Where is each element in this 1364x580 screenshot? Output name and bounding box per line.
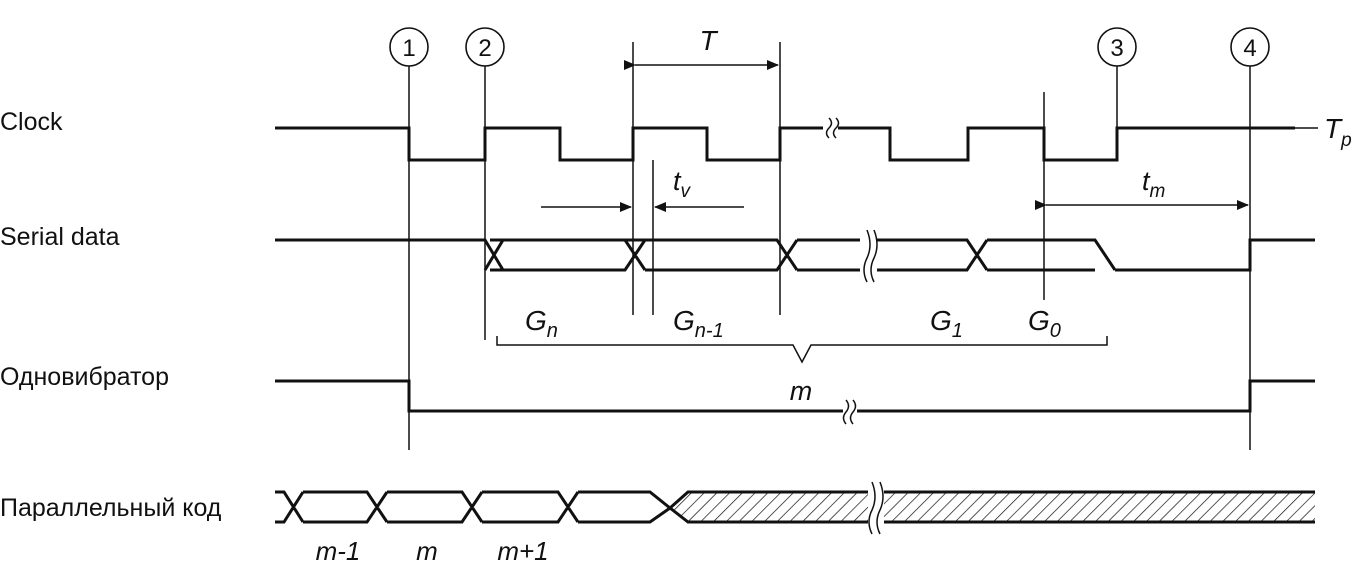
serial-data-waveform: [275, 238, 1315, 272]
serial-break-mark: [863, 229, 878, 283]
marker-3: 3: [1097, 27, 1137, 67]
tp-label: Tp: [1324, 113, 1352, 151]
marker-2-number: 2: [478, 35, 491, 62]
marker-3-number: 3: [1110, 35, 1123, 62]
group-g1-label: G1: [930, 305, 963, 342]
marker-1: 1: [389, 27, 429, 67]
parallel-hatch-right: [884, 492, 1315, 522]
period-T-label: T: [699, 25, 718, 56]
tm-label: tm: [1142, 166, 1165, 202]
one-shot-m-label: m: [790, 376, 813, 406]
one-shot-break-mark: [842, 399, 857, 425]
marker-4: 4: [1230, 27, 1270, 67]
code-label-m-plus-1: m+1: [497, 536, 548, 566]
clock-break-mark: [825, 117, 840, 139]
parallel-hatch-left: [670, 492, 868, 522]
serial-data-label: Serial data: [0, 223, 120, 251]
tv-label: tv: [673, 166, 692, 202]
code-label-m: m: [416, 536, 438, 566]
parallel-code-label: Параллельный код: [0, 494, 222, 522]
group-brace: [496, 336, 1108, 364]
code-label-m-minus-1: m-1: [316, 536, 361, 566]
group-gn1-label: Gn-1: [673, 305, 724, 342]
one-shot-waveform: [275, 379, 1315, 413]
parallel-break-mark: [868, 481, 884, 535]
group-g0-label: G0: [1028, 305, 1061, 342]
marker-2: 2: [465, 27, 505, 67]
marker-1-number: 1: [402, 35, 415, 62]
one-shot-label: Одновибратор: [0, 363, 169, 391]
parallel-code-waveform: [275, 490, 1315, 524]
marker-4-number: 4: [1243, 35, 1256, 62]
clock-waveform: [275, 126, 1295, 162]
clock-label: Clock: [0, 108, 63, 136]
group-gn-label: Gn: [525, 305, 558, 342]
